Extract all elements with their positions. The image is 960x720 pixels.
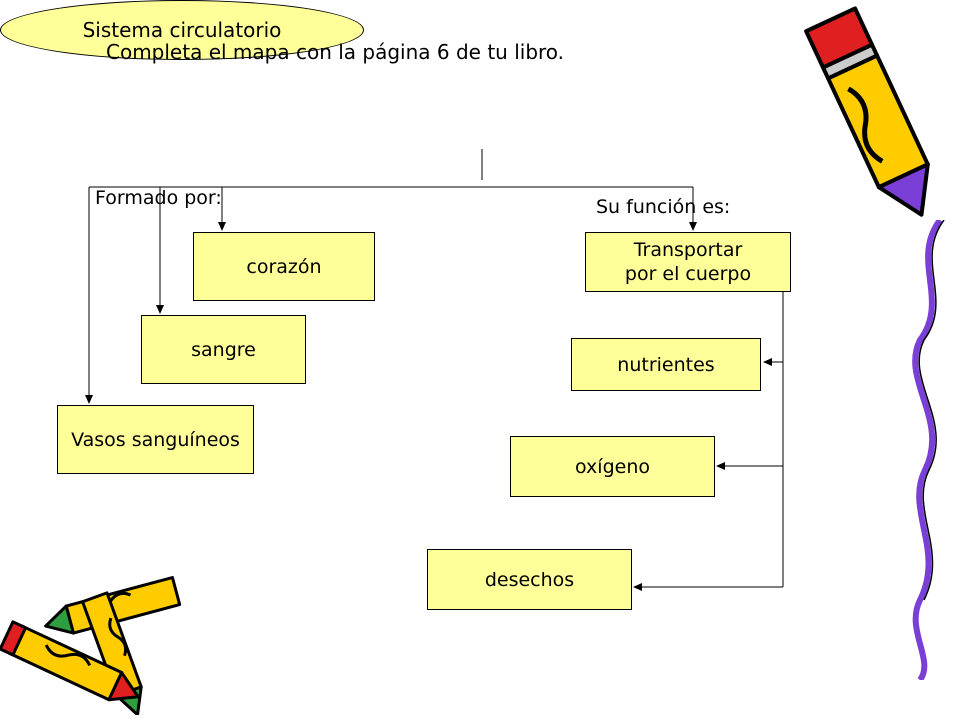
node-corazon-label: corazón	[246, 255, 322, 278]
node-oxigeno: oxígeno	[510, 436, 715, 497]
node-sangre-label: sangre	[191, 338, 256, 361]
root-node-label: Sistema circulatorio	[82, 18, 282, 42]
node-corazon: corazón	[193, 232, 375, 301]
node-vasos-label: Vasos sanguíneos	[71, 428, 240, 451]
pencil-icon-right	[804, 6, 930, 217]
instruction-text: Completa el mapa con la página 6 de tu l…	[106, 40, 565, 64]
node-vasos-sanguineos: Vasos sanguíneos	[57, 405, 254, 474]
pencils-icon-bottom-left	[0, 576, 182, 715]
node-nutrientes: nutrientes	[571, 338, 761, 391]
node-desechos: desechos	[427, 549, 632, 610]
node-desechos-label: desechos	[484, 568, 575, 591]
node-transportar-label: Transportar por el cuerpo	[624, 239, 752, 285]
squiggle-right	[912, 220, 945, 680]
node-sangre: sangre	[141, 315, 306, 384]
node-transportar: Transportar por el cuerpo	[585, 232, 791, 292]
node-nutrientes-label: nutrientes	[617, 353, 715, 376]
left-branch-label: Formado por:	[95, 187, 222, 209]
right-branch-label: Su función es:	[596, 196, 731, 218]
node-oxigeno-label: oxígeno	[575, 455, 650, 478]
root-node-ellipse: Sistema circulatorio	[0, 0, 364, 60]
